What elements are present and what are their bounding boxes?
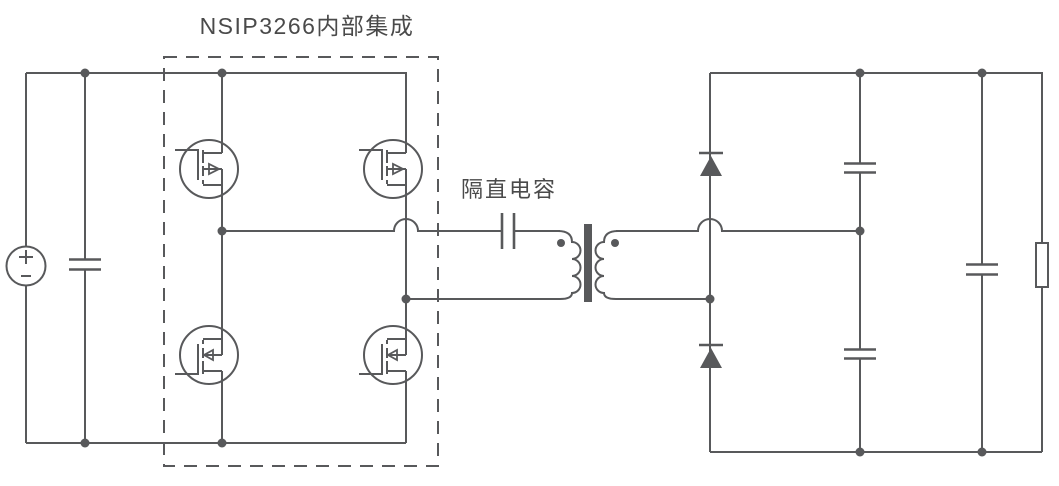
dc-blocking-capacitor-icon [500, 213, 560, 249]
output-rails [710, 72, 1043, 453]
mosfet-q1-icon [174, 139, 239, 199]
mosfet-q3-icon [174, 325, 239, 385]
primary-polarity-dot [557, 239, 565, 247]
bridge-output-wires [222, 218, 560, 300]
nsip3266-dashed-boundary [163, 56, 439, 467]
diode-d2-icon [699, 343, 723, 368]
mosfet-q2-icon [358, 139, 423, 199]
dc-voltage-source-icon [5, 73, 47, 443]
output-capacitor-upper-icon [844, 162, 876, 174]
title-nsip3266-label: NSIP3266内部集成 [200, 13, 415, 39]
secondary-wires [616, 218, 860, 300]
load-resistor-icon [1035, 242, 1049, 288]
junction-dots [80, 68, 987, 457]
secondary-polarity-dot [611, 239, 619, 247]
diode-branch [699, 73, 723, 452]
diode-d1-icon [699, 151, 723, 176]
input-rails [26, 72, 407, 444]
output-filter-capacitor-icon [966, 73, 998, 452]
input-capacitor-icon [69, 73, 101, 443]
transformer-icon [557, 224, 619, 302]
dc-blocking-capacitor-label: 隔直电容 [461, 177, 557, 202]
mosfet-q4-icon [358, 325, 423, 385]
output-capacitor-lower-icon [844, 348, 876, 360]
output-capacitor-stack [844, 73, 876, 452]
